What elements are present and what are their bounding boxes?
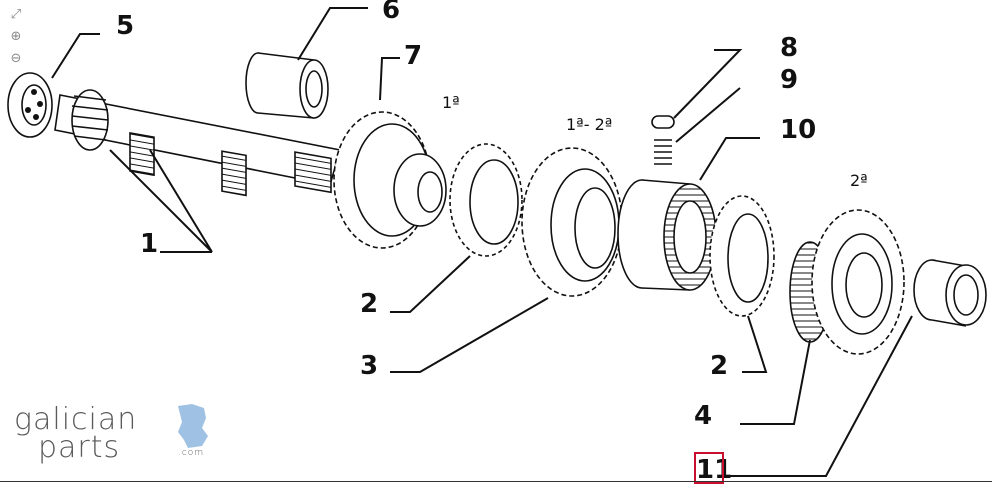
callout-7[interactable]: 8 [780, 33, 798, 63]
synchro-ring-part-2-right [709, 195, 775, 317]
selected-callout-highlight[interactable] [694, 452, 724, 484]
callout-11[interactable]: 11 [696, 455, 732, 484]
callout-8[interactable]: 9 [780, 65, 798, 95]
slider-gear-part-3 [521, 147, 623, 297]
callout-9[interactable]: 10 [780, 115, 816, 145]
logo-suffix: .com [178, 448, 205, 458]
shaft-part-1 [54, 89, 342, 197]
gear-part-10 [789, 209, 905, 355]
callout-1[interactable]: 1 [140, 229, 158, 259]
callout-6[interactable]: 7 [404, 41, 422, 71]
zoom-out-icon[interactable]: ⊖ [10, 51, 22, 66]
gear-part-6 [333, 111, 447, 249]
gear-label-first-second: 1ª- 2ª [566, 115, 612, 134]
gear-label-second: 2ª [850, 171, 868, 190]
galicianparts-logo[interactable]: galician parts .com [14, 400, 214, 470]
synchro-ring-part-2-left [449, 143, 523, 257]
galicia-map-icon [178, 404, 208, 448]
gear-label-first: 1ª [442, 93, 460, 112]
synchro-hub-part-9 [617, 179, 717, 291]
logo-line2: parts [38, 430, 121, 465]
leader-lines [51, 7, 913, 477]
pin-part-7 [651, 115, 675, 129]
callout-5[interactable]: 6 [382, 0, 400, 25]
spring-part-8 [654, 139, 672, 165]
callout-2-right[interactable]: 2 [710, 351, 728, 381]
logo-line1: galician [14, 402, 138, 437]
callout-4[interactable]: 5 [116, 11, 134, 41]
callout-numbers: 5 6 7 8 9 10 1 2 3 2 4 11 [116, 0, 816, 484]
callout-10[interactable]: 4 [694, 401, 712, 431]
bottom-rule [0, 481, 992, 482]
expand-icon[interactable]: ⤢ [10, 7, 22, 22]
callout-2-left[interactable]: 2 [360, 289, 378, 319]
callout-3[interactable]: 3 [360, 351, 378, 381]
bushing-part-5 [245, 52, 329, 119]
bushing-part-11 [913, 259, 987, 327]
zoom-in-icon[interactable]: ⊕ [10, 29, 22, 44]
bearing-part-4 [7, 72, 53, 138]
